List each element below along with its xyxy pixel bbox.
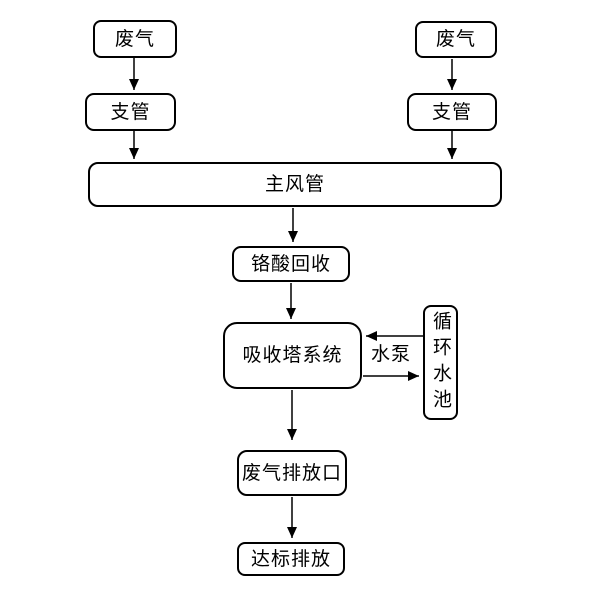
node-branch-pipe-right: 支管	[407, 93, 497, 131]
node-label: 支管	[431, 101, 472, 123]
edge-label-water-pump: 水泵	[370, 344, 411, 365]
node-label: 废气	[435, 29, 476, 50]
node-circulation-water-pool: 循环水池	[423, 305, 458, 420]
node-label: 主风管	[264, 174, 325, 195]
node-waste-gas-right: 废气	[415, 21, 497, 58]
node-label: 吸收塔系统	[242, 345, 343, 366]
node-label: 废气排放口	[241, 462, 342, 484]
node-label: 达标排放	[250, 548, 331, 570]
node-label: 废气	[114, 28, 155, 50]
node-absorption-tower-system: 吸收塔系统	[223, 322, 362, 389]
node-chromic-acid-recovery: 铬酸回收	[232, 246, 350, 282]
node-waste-gas-left: 废气	[93, 20, 177, 58]
node-waste-gas-outlet: 废气排放口	[237, 450, 347, 496]
node-main-air-duct: 主风管	[88, 162, 502, 207]
node-label: 支管	[110, 101, 151, 123]
node-label: 铬酸回收	[250, 253, 331, 275]
node-label: 循环水池	[430, 310, 451, 415]
node-branch-pipe-left: 支管	[85, 93, 176, 131]
node-compliant-discharge: 达标排放	[237, 542, 345, 576]
